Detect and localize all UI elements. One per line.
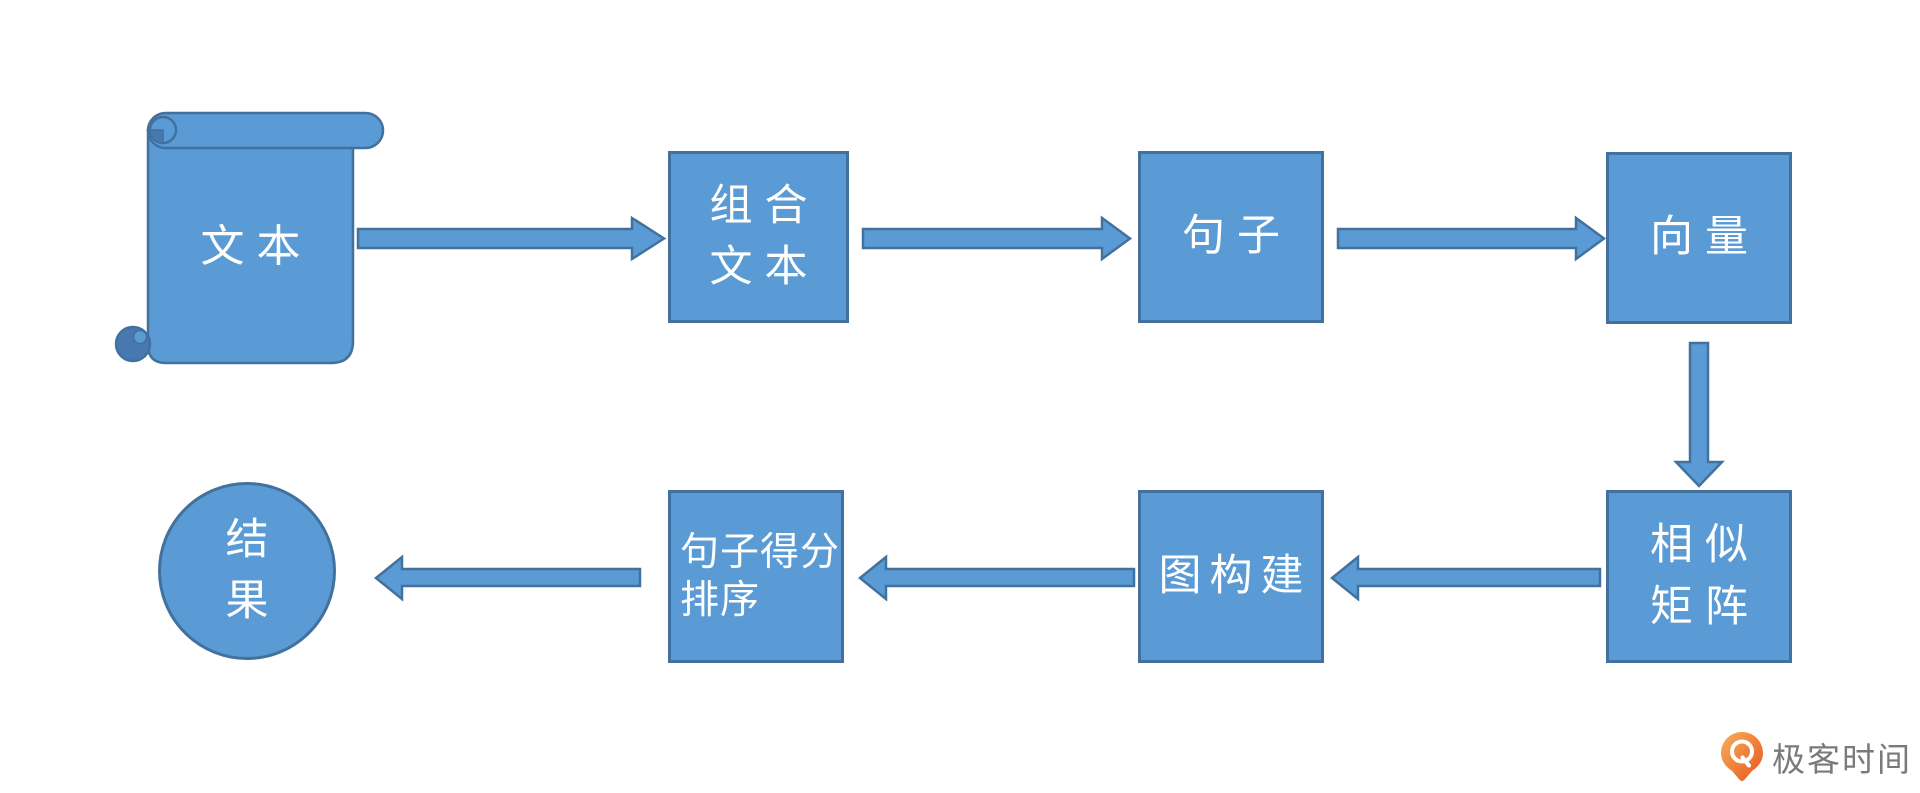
node-source-label: 文本 [200, 222, 313, 271]
scroll-body [146, 128, 355, 365]
node-graph-label: 图构建 [1158, 552, 1312, 600]
arrow-ranking-to-result [374, 554, 642, 602]
node-source-text: 文本 [148, 132, 353, 352]
arrow-sentence-to-vector [1336, 215, 1607, 262]
scroll-shape [114, 111, 385, 365]
scroll-top-curl-inner [149, 129, 164, 144]
node-result-line1: 结 [225, 516, 269, 564]
node-sentence-label: 句子 [1182, 213, 1292, 261]
arrow-combine-to-sentence [861, 215, 1133, 262]
node-sentence: 句子 [1138, 151, 1324, 323]
node-result-line2: 果 [225, 578, 269, 625]
node-graph-build: 图构建 [1138, 490, 1324, 663]
node-combine-line2: 文本 [709, 244, 820, 291]
node-similarity-line2: 矩阵 [1650, 583, 1760, 631]
node-vector-label: 向量 [1650, 214, 1760, 262]
node-similarity-matrix: 相似 矩阵 [1606, 490, 1792, 663]
geektime-logo-icon [1721, 732, 1763, 782]
arrow-graph-to-ranking [858, 554, 1136, 602]
node-combine-line1: 组合 [709, 182, 820, 230]
geektime-logo: 极客时间 [1720, 731, 1912, 783]
node-vector: 向量 [1606, 152, 1792, 324]
arrow-vector-to-similarity [1673, 341, 1725, 488]
geektime-logo-text: 极客时间 [1772, 741, 1912, 778]
node-result: 结 果 [158, 482, 336, 660]
node-sentence-score-ranking: 句子得分 排序 [668, 490, 844, 663]
node-ranking-line2: 排序 [680, 578, 761, 622]
node-similarity-line1: 相似 [1650, 522, 1760, 570]
scroll-bottom-curl-inner [132, 329, 148, 345]
node-ranking-line1: 句子得分 [680, 530, 841, 574]
arrow-similarity-to-graph [1330, 554, 1602, 602]
node-combine-text: 组合 文本 [668, 151, 849, 323]
arrow-text-to-combine [356, 215, 667, 262]
scroll-top-roll [146, 111, 385, 150]
